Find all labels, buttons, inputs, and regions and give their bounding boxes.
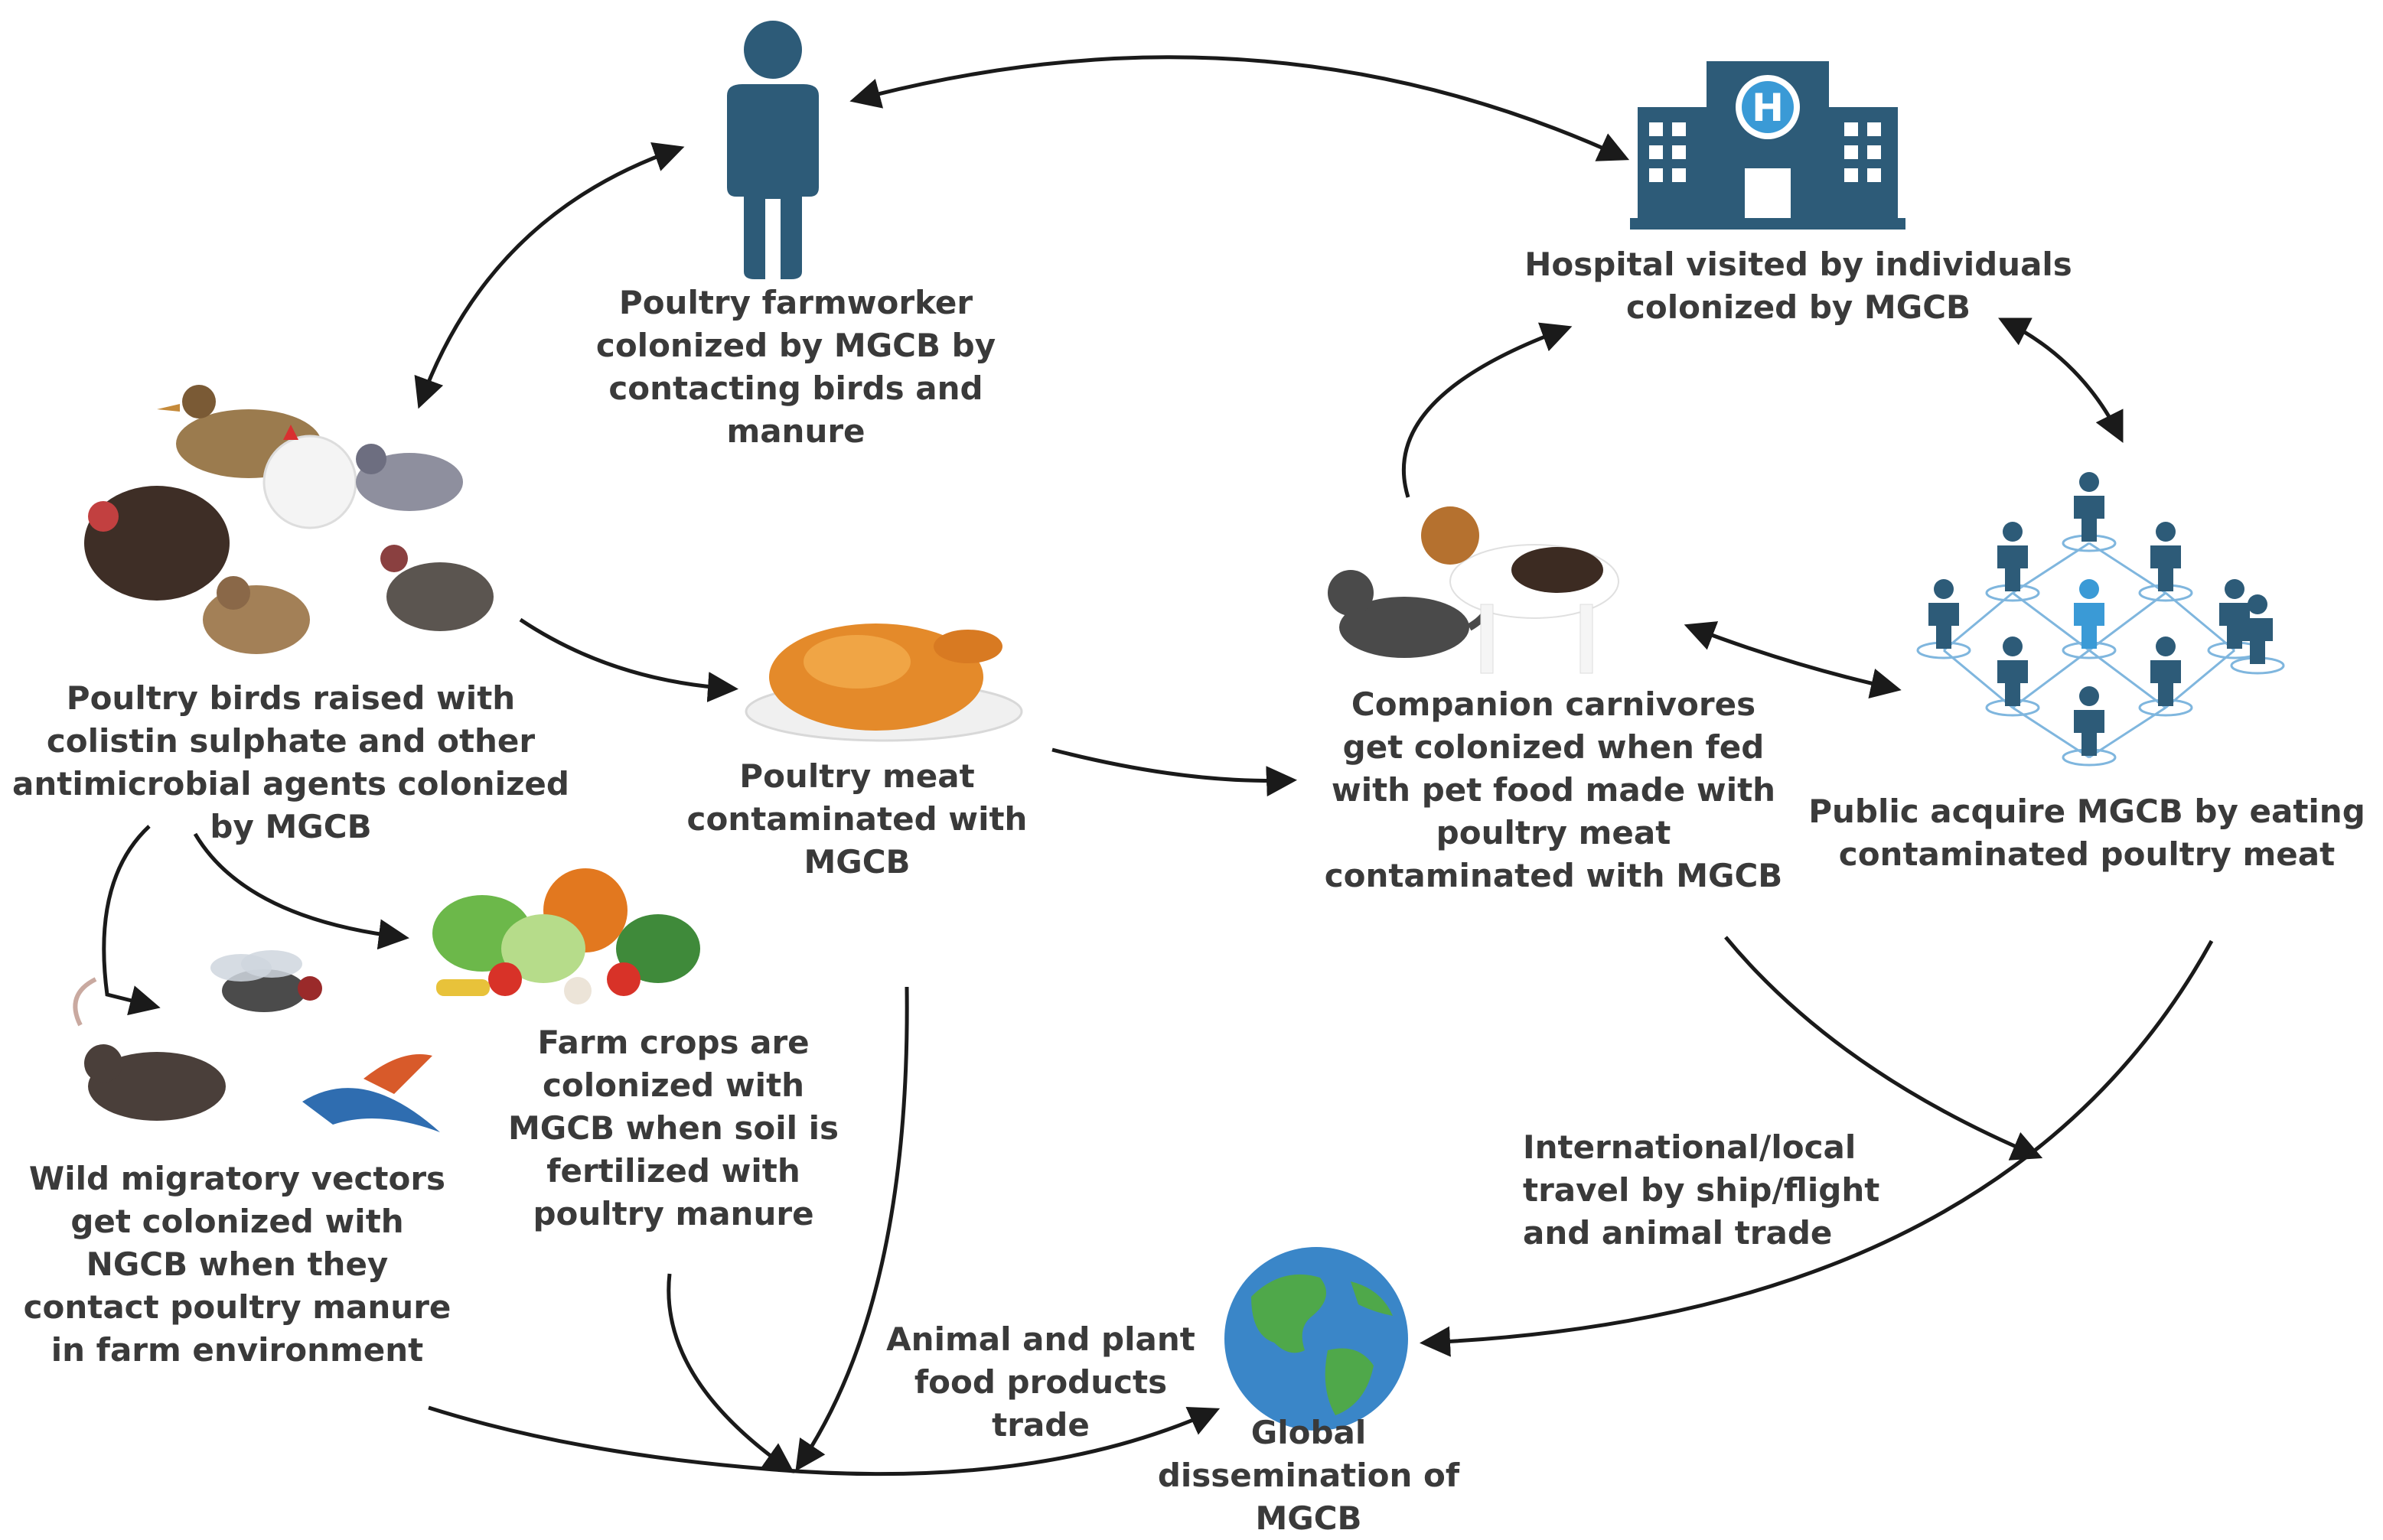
globe-icon bbox=[1224, 1247, 1408, 1431]
arrow-meat-companion bbox=[1051, 747, 1297, 797]
hospital-label: Hospital visited by individuals colonize… bbox=[1524, 246, 2072, 326]
arrow-companion-hospital bbox=[1401, 322, 1573, 498]
network-person-icon bbox=[1916, 579, 1971, 659]
people-network-icon bbox=[1916, 472, 2285, 767]
travel-label: International/local travel by ship/fligh… bbox=[1523, 1128, 1880, 1252]
network-person-icon bbox=[1985, 637, 2040, 717]
network-person-icon bbox=[2062, 686, 2117, 767]
arrow-farmworker-hospital bbox=[849, 55, 1630, 161]
arrow-poultry-crops bbox=[193, 832, 409, 950]
network-person-icon bbox=[2138, 637, 2193, 717]
person-icon bbox=[727, 21, 819, 279]
arrow-poultry-vectors bbox=[102, 825, 161, 1016]
hospital-badge-letter: H bbox=[1752, 86, 1784, 130]
trade-label: Animal and plant food products trade bbox=[886, 1320, 1195, 1444]
network-person-icon bbox=[1985, 522, 2040, 602]
companion-label: Companion carnivores get colonized when … bbox=[1324, 685, 1783, 894]
arrow-vectors-trade-global bbox=[428, 1405, 1221, 1477]
meat-label: Poultry meat contaminated with MGCB bbox=[686, 757, 1028, 881]
cat-and-dog-icon bbox=[1328, 506, 1619, 674]
arrow-companion-travel bbox=[1724, 936, 2043, 1161]
poultry-birds-icon bbox=[84, 385, 494, 654]
farmworker-label: Poultry farmworker colonized by MGCB by … bbox=[595, 284, 996, 450]
vegetables-icon bbox=[432, 868, 700, 1004]
network-person-icon bbox=[2062, 579, 2117, 659]
roast-chicken-icon bbox=[745, 623, 1023, 742]
arrow-meat-trade bbox=[795, 986, 909, 1472]
crops-label: Farm crops are colonized with MGCB when … bbox=[507, 1024, 839, 1232]
poultry-label: Poultry birds raised with colistin sulph… bbox=[12, 679, 569, 845]
arrow-crops-trade bbox=[667, 1273, 795, 1473]
arrow-hospital-public bbox=[1998, 317, 2124, 443]
network-person-icon bbox=[2062, 472, 2117, 552]
vectors-label: Wild migratory vectors get colonized wit… bbox=[23, 1160, 451, 1369]
arrow-poultry-meat bbox=[519, 617, 738, 703]
global-label: Global dissemination of MGCB bbox=[1157, 1414, 1460, 1537]
hospital-icon: H bbox=[1630, 61, 1905, 230]
rat-fly-bird-icon bbox=[73, 950, 440, 1132]
public-label: Public acquire MGCB by eating contaminat… bbox=[1808, 793, 2365, 873]
network-person-icon bbox=[2230, 594, 2285, 675]
network-person-icon bbox=[2138, 522, 2193, 602]
arrow-farmworker-poultry bbox=[414, 142, 685, 409]
arrow-companion-public bbox=[1684, 621, 1902, 699]
arrow-public-global bbox=[1420, 939, 2214, 1357]
